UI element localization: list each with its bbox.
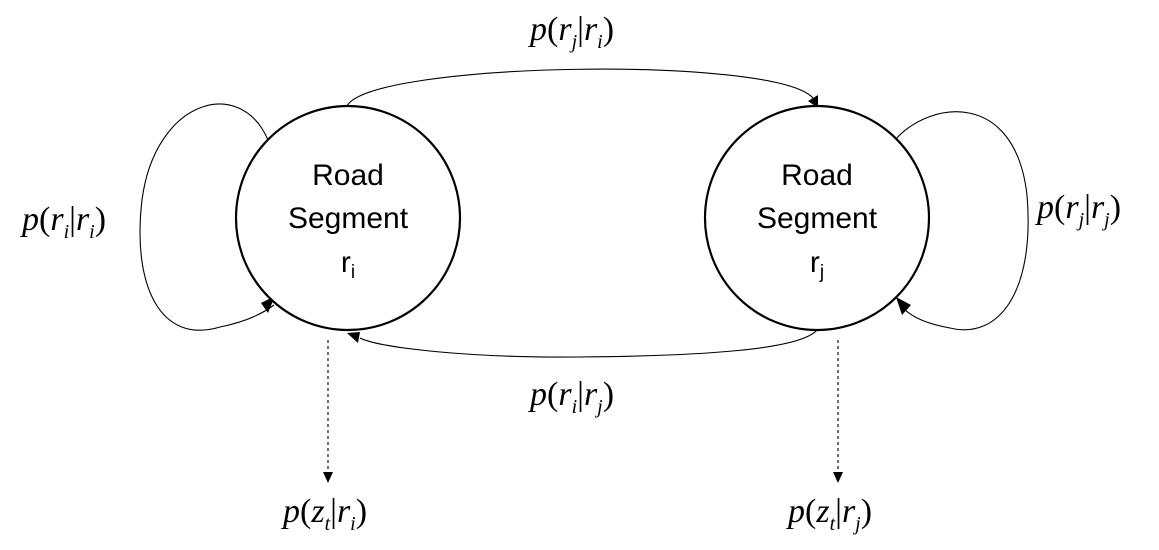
node-circle-ri: [234, 104, 462, 332]
label-emission-rj: p(zt|rj): [786, 493, 872, 535]
label-self-loop-rj: p(rj|rj): [1035, 189, 1121, 231]
node-rj-symbol: rj: [810, 246, 824, 283]
self-loop-edge-ri: [139, 103, 275, 331]
transition-arrowhead-rj-to-ri: [347, 332, 360, 343]
node-road-segment-rj: Road Segment rj: [703, 104, 931, 332]
label-transition-ri-to-rj: p(rj|ri): [528, 11, 614, 53]
emission-arrowhead-rj: [833, 472, 843, 483]
node-rj-line2: Segment: [757, 202, 878, 235]
node-circle-rj: [703, 104, 931, 332]
node-ri-line2: Segment: [288, 202, 409, 235]
node-road-segment-ri: Road Segment ri: [234, 104, 462, 332]
label-transition-rj-to-ri: p(ri|rj): [528, 376, 614, 418]
label-self-loop-ri: p(ri|ri): [20, 201, 106, 243]
node-ri-symbol: ri: [341, 246, 355, 283]
node-rj-symbol-letter: r: [810, 246, 820, 279]
node-ri-symbol-letter: r: [341, 246, 351, 279]
transition-edge-rj-to-ri: [359, 329, 818, 358]
node-rj-symbol-subscript: j: [819, 262, 824, 283]
emission-arrowhead-ri: [323, 472, 333, 483]
transition-arrowhead-ri-to-rj: [808, 95, 818, 108]
node-ri-line1: Road: [312, 159, 384, 192]
node-ri-symbol-subscript: i: [351, 262, 355, 283]
self-loop-edge-rj: [894, 111, 1029, 331]
self-loop-arrowhead-rj: [896, 297, 911, 315]
node-rj-line1: Road: [781, 159, 853, 192]
transition-edge-ri-to-rj: [346, 68, 814, 107]
label-emission-ri: p(zt|ri): [281, 493, 367, 535]
